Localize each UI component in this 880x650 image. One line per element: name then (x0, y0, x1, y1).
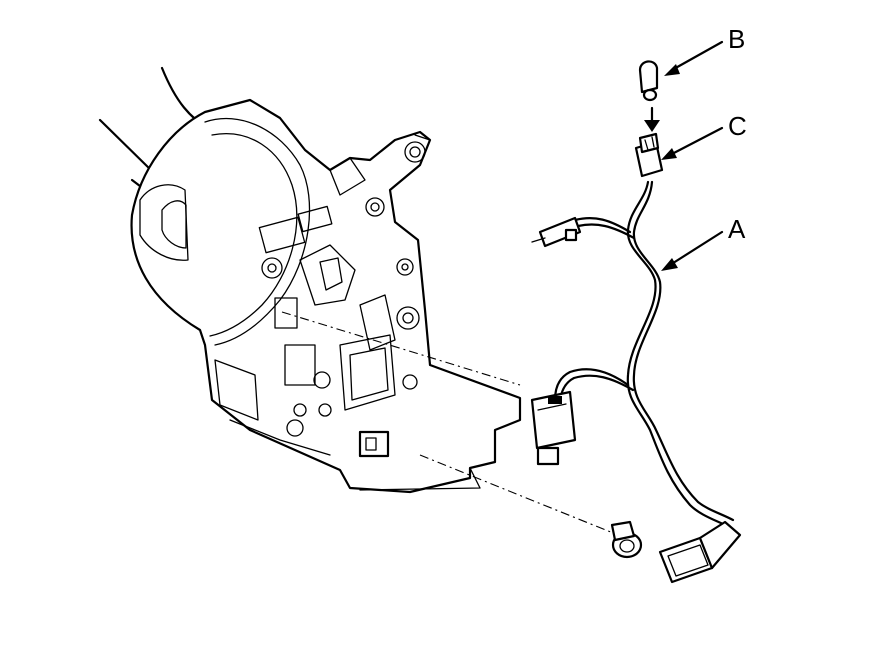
bulb (638, 60, 659, 102)
leader-arrows (661, 40, 724, 271)
combination-switch-housing (130, 98, 522, 494)
wire-harness (553, 180, 735, 527)
harness-connector-middle (530, 390, 577, 466)
alignment-lines (281, 311, 619, 536)
terminal-plug (531, 216, 582, 248)
callout-label-c: C (728, 111, 747, 141)
harness-connector-bottom (658, 520, 742, 584)
wire-clip (610, 520, 643, 559)
bulb-socket (634, 132, 664, 178)
install-arrow (644, 106, 660, 132)
callout-label-b: B (728, 24, 745, 54)
callout-label-a: A (728, 214, 746, 244)
